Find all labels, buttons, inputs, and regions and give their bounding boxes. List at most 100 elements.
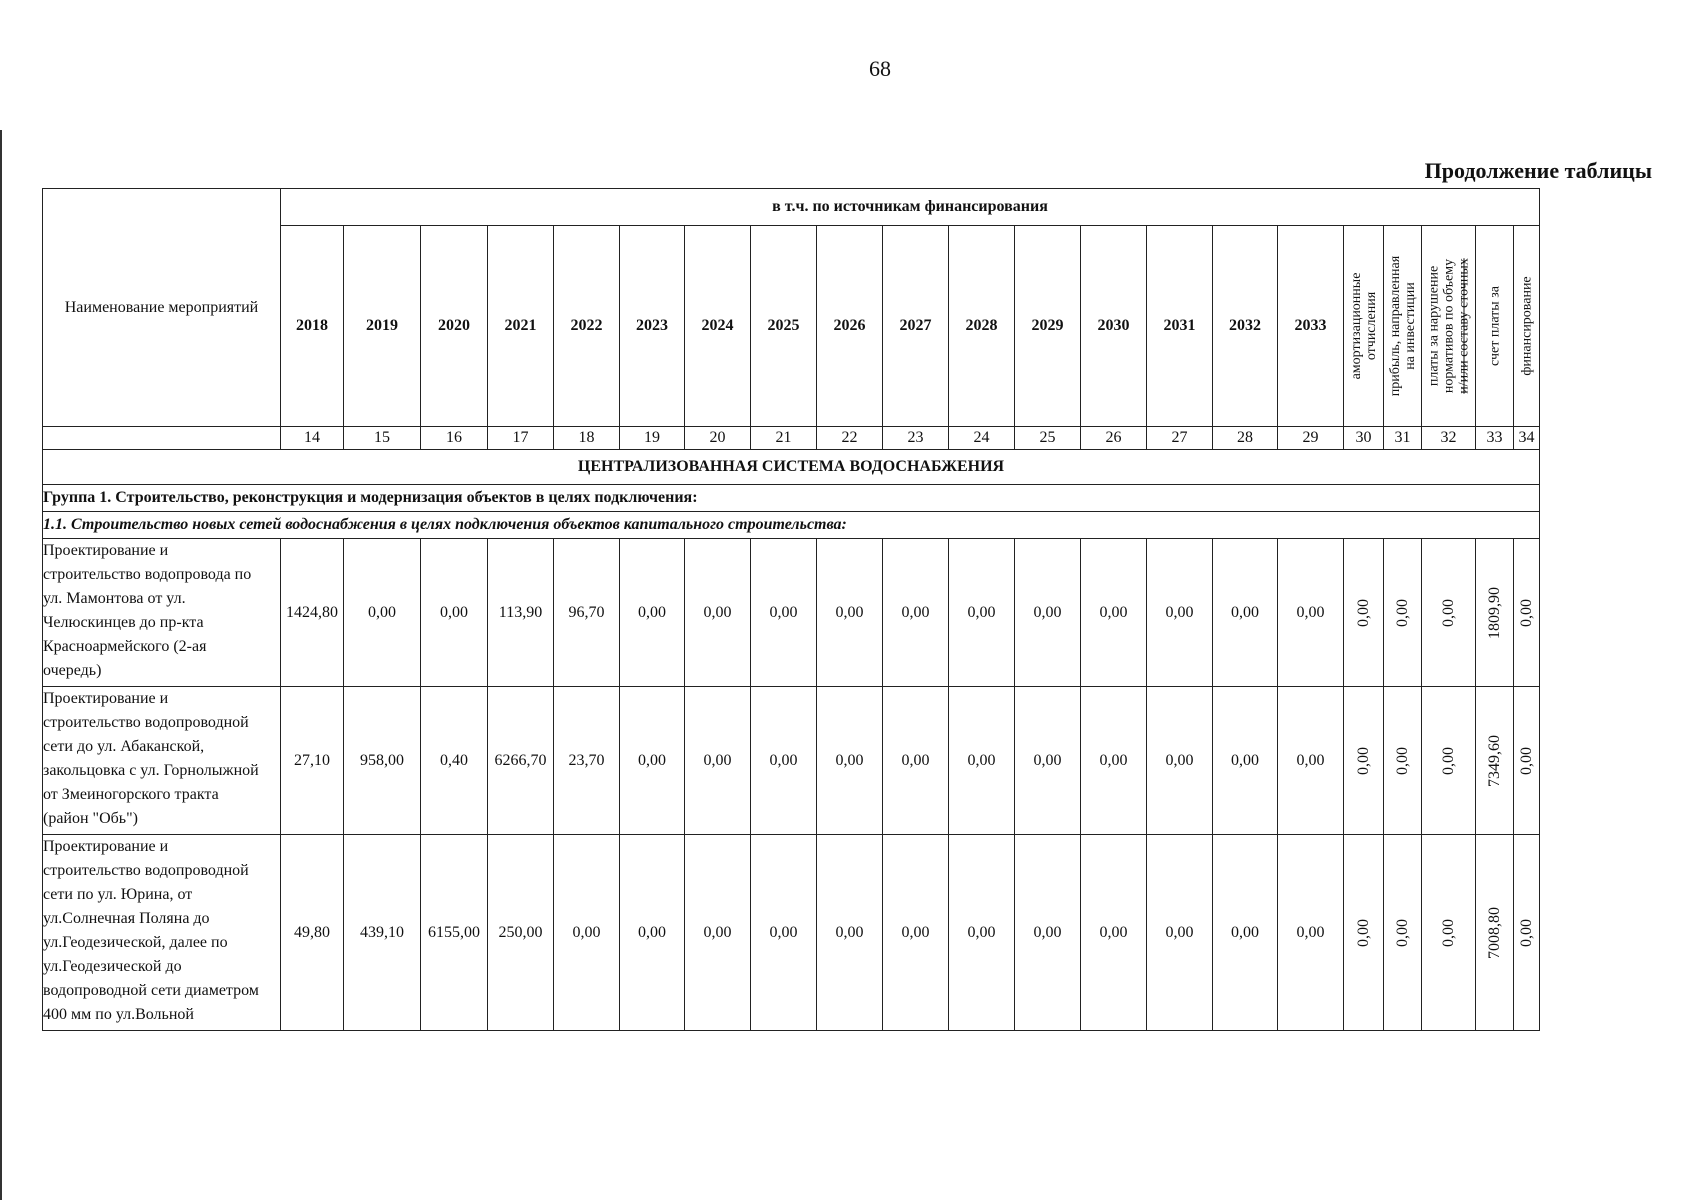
year-value: 113,90 <box>487 538 554 687</box>
measure-name-line: Проектирование и <box>43 542 169 559</box>
column-number: 26 <box>1080 426 1147 450</box>
source-value: 1809,90 <box>1475 538 1514 687</box>
year-value: 0,00 <box>750 834 817 1031</box>
source-header-line: счет платы за <box>1487 286 1502 366</box>
year-value: 6266,70 <box>487 686 554 835</box>
measure-name-line: Проектирование и <box>43 690 169 707</box>
column-number: 27 <box>1146 426 1213 450</box>
measure-name-line: ул.Геодезической до <box>43 958 182 975</box>
year-value: 0,00 <box>1014 834 1081 1031</box>
source-value-text: 0,00 <box>1354 598 1372 627</box>
year-value: 0,00 <box>1080 686 1147 835</box>
source-value-text: 0,00 <box>1354 918 1372 947</box>
year-value: 0,40 <box>420 686 488 835</box>
source-header-text: счет платы за <box>1487 286 1502 366</box>
measure-name-line: ул. Мамонтова от ул. <box>43 590 186 607</box>
source-value: 0,00 <box>1421 686 1476 835</box>
year-value: 0,00 <box>684 686 751 835</box>
year-header-2023: 2023 <box>619 225 685 427</box>
year-header-2029: 2029 <box>1014 225 1081 427</box>
year-value: 0,00 <box>948 834 1015 1031</box>
measure-name-line: ул.Солнечная Поляна до <box>43 910 210 927</box>
year-value: 96,70 <box>553 538 620 687</box>
year-value: 250,00 <box>487 834 554 1031</box>
measure-name-line: строительство водопроводной <box>43 862 249 879</box>
year-value: 0,00 <box>619 538 685 687</box>
measure-name-line: водопроводной сети диаметром <box>43 982 259 999</box>
year-value: 0,00 <box>1212 686 1278 835</box>
name-column-header: Наименование мероприятий <box>42 188 281 427</box>
source-value-text: 0,00 <box>1517 598 1535 627</box>
column-number: 28 <box>1212 426 1278 450</box>
year-header-2019: 2019 <box>343 225 421 427</box>
year-value: 0,00 <box>1080 834 1147 1031</box>
measure-name-line: сети до ул. Абаканской, <box>43 738 205 755</box>
year-header-2032: 2032 <box>1212 225 1278 427</box>
year-value: 0,00 <box>882 538 949 687</box>
year-value: 0,00 <box>1146 686 1213 835</box>
source-value: 7008,80 <box>1475 834 1514 1031</box>
year-value: 0,00 <box>1277 834 1344 1031</box>
group-title: Группа 1. Строительство, реконструкция и… <box>42 484 1540 512</box>
source-value: 0,00 <box>1383 686 1422 835</box>
source-value: 0,00 <box>1421 834 1476 1031</box>
year-value: 49,80 <box>280 834 344 1031</box>
year-value: 0,00 <box>684 538 751 687</box>
measure-name-line: от Змеиногорского тракта <box>43 786 219 803</box>
year-value: 23,70 <box>553 686 620 835</box>
column-number: 31 <box>1383 426 1422 450</box>
year-value: 0,00 <box>948 686 1015 835</box>
source-header-line: финансирование <box>1519 276 1534 376</box>
measure-name-line: ул.Геодезической, далее по <box>43 934 228 951</box>
year-header-2033: 2033 <box>1277 225 1344 427</box>
measure-name-line: сети по ул. Юрина, от <box>43 886 193 903</box>
column-number: 17 <box>487 426 554 450</box>
column-number: 25 <box>1014 426 1081 450</box>
source-header-text: финансирование <box>1519 276 1534 375</box>
year-value: 0,00 <box>1080 538 1147 687</box>
source-header-line: прибыль, направленная <box>1387 255 1403 397</box>
year-value: 0,00 <box>1146 538 1213 687</box>
year-value: 0,00 <box>816 686 883 835</box>
source-header-line: амортизационные <box>1348 272 1364 380</box>
subgroup-title: 1.1. Строительство новых сетей водоснабж… <box>42 511 1540 539</box>
column-number: 29 <box>1277 426 1344 450</box>
year-value: 0,00 <box>1212 538 1278 687</box>
year-header-2027: 2027 <box>882 225 949 427</box>
measure-name-line: Красноармейского (2-ая <box>43 638 207 655</box>
financing-sources-header: в т.ч. по источникам финансирования <box>280 188 1540 226</box>
year-header-2024: 2024 <box>684 225 751 427</box>
year-value: 0,00 <box>1014 538 1081 687</box>
year-header-2025: 2025 <box>750 225 817 427</box>
source-header-4: счет платы за <box>1475 225 1514 427</box>
column-number: 15 <box>343 426 421 450</box>
year-value: 0,00 <box>816 538 883 687</box>
year-value: 0,00 <box>1146 834 1213 1031</box>
source-header-line: платы за нарушение <box>1426 265 1441 387</box>
source-value: 0,00 <box>1343 538 1384 687</box>
continuation-label: Продолжение таблицы <box>1424 158 1652 183</box>
year-value: 1424,80 <box>280 538 344 687</box>
section-title: ЦЕНТРАЛИЗОВАННАЯ СИСТЕМА ВОДОСНАБЖЕНИЯ <box>42 449 1540 485</box>
year-value: 0,00 <box>882 686 949 835</box>
source-value: 0,00 <box>1421 538 1476 687</box>
column-number: 24 <box>948 426 1015 450</box>
source-value-text: 0,00 <box>1439 746 1457 775</box>
year-header-2020: 2020 <box>420 225 488 427</box>
year-value: 0,00 <box>750 538 817 687</box>
source-value-text: 7008,80 <box>1485 906 1503 959</box>
source-value-text: 0,00 <box>1354 746 1372 775</box>
year-value: 27,10 <box>280 686 344 835</box>
source-value: 0,00 <box>1513 686 1540 835</box>
year-value: 0,00 <box>750 686 817 835</box>
year-value: 0,00 <box>619 834 685 1031</box>
source-value: 0,00 <box>1513 538 1540 687</box>
year-value: 0,00 <box>553 834 620 1031</box>
